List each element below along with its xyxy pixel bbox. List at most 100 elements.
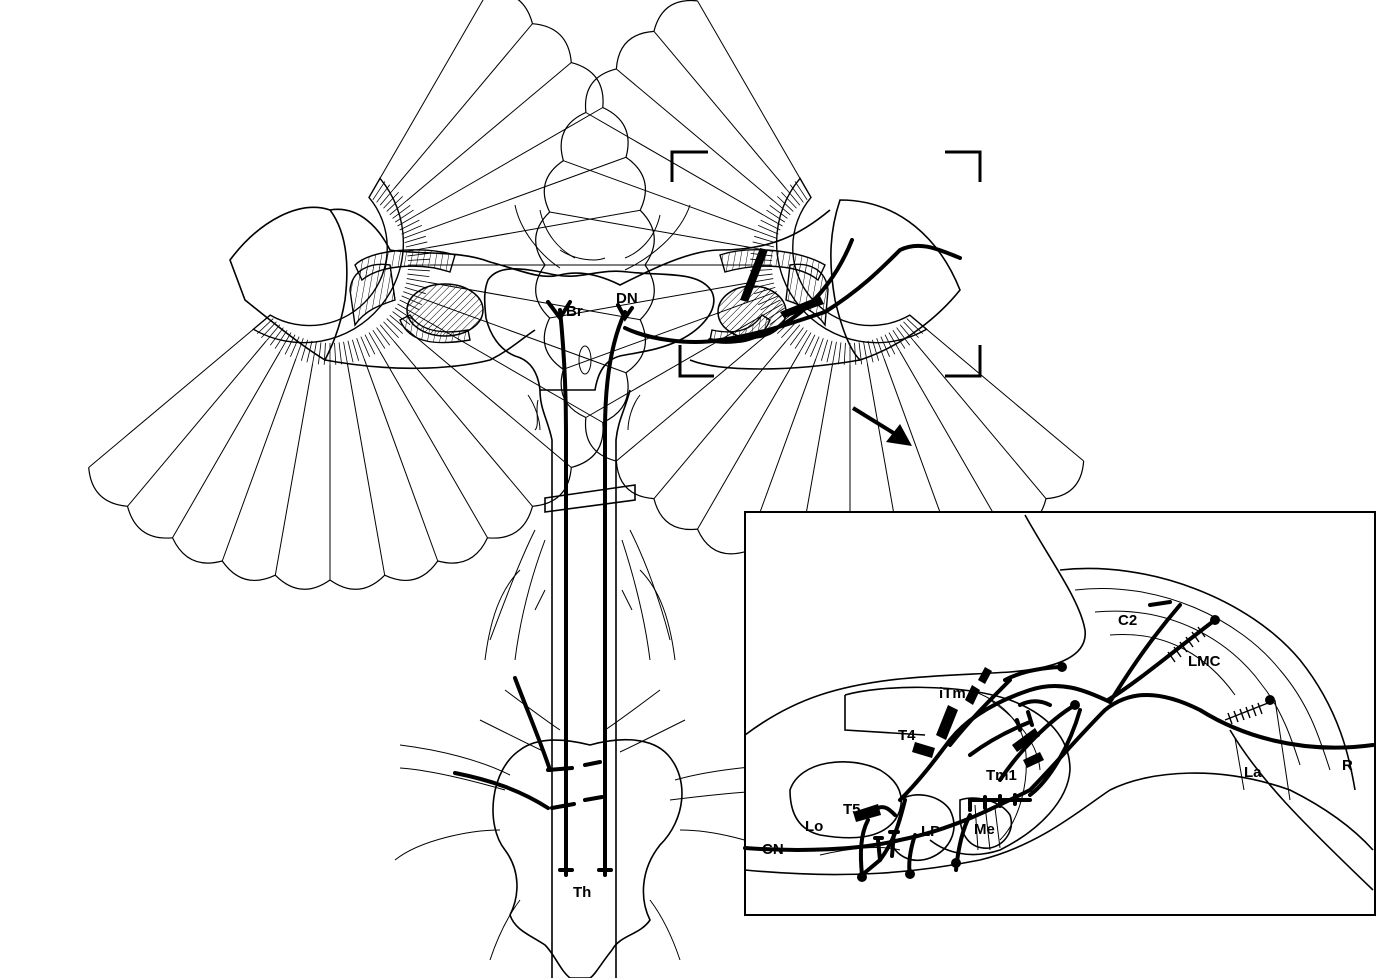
- retina-hatch: [393, 205, 411, 218]
- ommatidium-wall: [927, 329, 1084, 461]
- retina-hatch: [859, 342, 862, 364]
- ommatidium-lens: [89, 467, 128, 506]
- ommatidium-wall: [222, 359, 296, 561]
- label-tm1: Tm1: [986, 767, 1017, 784]
- retina-hatch: [795, 330, 807, 348]
- retina-hatch: [800, 333, 811, 352]
- ommatidium-wall: [275, 363, 312, 575]
- ommatidium-wall: [616, 69, 773, 201]
- retina-hatch: [795, 181, 807, 199]
- ommatidium-lens: [532, 24, 571, 63]
- retina-hatch: [373, 181, 385, 199]
- label-me: Me: [974, 821, 995, 838]
- retina-hatch: [777, 196, 793, 211]
- retina-hatch: [844, 343, 845, 365]
- ommatidium-lens: [654, 0, 698, 31]
- retina-hatch: [369, 333, 380, 352]
- thoracic-ganglion: [395, 678, 790, 978]
- label-t4: T4: [898, 727, 916, 744]
- ommatidium-lens: [330, 575, 385, 589]
- ommatidium-wall: [417, 108, 603, 216]
- retina-hatch: [352, 340, 358, 361]
- ommatidium-lens: [585, 418, 616, 462]
- retina-hatch: [270, 328, 283, 346]
- ommatidium-lens: [275, 575, 330, 589]
- ommatidium-lens: [385, 561, 438, 580]
- retina-hatch: [773, 201, 790, 215]
- retina-hatch: [766, 210, 784, 222]
- retina-hatch: [405, 236, 426, 242]
- ommatidium-wall: [698, 352, 801, 530]
- ommatidium-wall: [654, 31, 786, 188]
- retina-hatch: [369, 178, 380, 197]
- ommatidium-lens: [585, 69, 616, 113]
- retina-hatch: [390, 201, 407, 215]
- retina-hatch: [821, 340, 827, 361]
- retina-hatch: [407, 279, 429, 283]
- ommatidium-lens: [438, 538, 488, 563]
- label-t5: T5: [843, 801, 861, 818]
- retina-hatch: [406, 283, 427, 288]
- ommatidium-wall: [394, 24, 532, 189]
- label-dn: DN: [616, 290, 638, 307]
- ommatidium-lens: [571, 423, 603, 468]
- retina-hatch: [318, 342, 321, 364]
- retina-hatch: [387, 196, 403, 211]
- ommatidium-lens: [173, 538, 223, 563]
- ommatidium-lens: [654, 499, 698, 530]
- ommatidium-wall: [380, 352, 488, 538]
- retina-hatch: [910, 315, 927, 329]
- retina-hatch: [827, 341, 832, 362]
- retina-hatch: [324, 343, 325, 365]
- label-c2: C2: [1118, 612, 1137, 629]
- ommatidium-lens: [603, 108, 628, 158]
- ommatidium-wall: [550, 212, 752, 248]
- ommatidium-wall: [380, 0, 488, 178]
- ommatidium-wall: [394, 342, 532, 507]
- retina-hatch: [761, 220, 781, 230]
- zoom-arrow: [853, 408, 912, 446]
- left-optic-lobe: [350, 250, 483, 343]
- peripheral-nerves: [480, 400, 685, 752]
- ommatidium-wall: [364, 359, 438, 561]
- ommatidium-wall: [89, 329, 254, 467]
- ommatidium-wall: [173, 352, 281, 538]
- ommatidium-lens: [488, 506, 533, 538]
- ommatidium-lens: [626, 157, 645, 210]
- retina-hatch: [377, 185, 390, 203]
- ommatidium-wall: [128, 342, 266, 507]
- retina-hatch: [754, 236, 775, 242]
- label-lo: Lo: [805, 818, 823, 835]
- retina-hatch: [833, 342, 837, 364]
- retina-hatch: [790, 328, 803, 346]
- label-itm: iTm: [939, 685, 966, 702]
- retina-hatch: [406, 242, 427, 247]
- retina-hatch: [408, 270, 430, 271]
- label-cn: CN: [762, 841, 784, 858]
- retina-hatch: [373, 330, 385, 348]
- retina-hatch: [770, 205, 788, 218]
- ommatidium-wall: [563, 161, 756, 231]
- label-lp: LP: [921, 823, 940, 840]
- ommatidium-lens: [571, 63, 603, 108]
- retina-hatch: [800, 178, 811, 197]
- ommatidium-wall: [428, 210, 640, 247]
- ommatidium-lens: [222, 561, 275, 580]
- retina-hatch: [407, 274, 429, 277]
- retina-hatch: [790, 185, 803, 203]
- retina-hatch: [400, 220, 420, 230]
- retina-hatch: [868, 341, 873, 362]
- retina-hatch: [377, 328, 390, 346]
- retina-hatch: [786, 325, 800, 342]
- retina-hatch: [864, 342, 868, 364]
- inset-panel: C2 LMC iTm T4 Tm1 T5 Lo LP Me La CN R: [745, 512, 1375, 915]
- label-la: La: [1244, 764, 1262, 781]
- ommatidium-lens: [1046, 461, 1084, 499]
- ommatidium-wall: [698, 1, 801, 179]
- ommatidium-wall: [347, 363, 384, 575]
- label-lmc: LMC: [1188, 653, 1221, 670]
- retina-hatch: [395, 210, 413, 222]
- ommatidium-wall: [586, 113, 764, 216]
- retina-hatch: [380, 325, 394, 342]
